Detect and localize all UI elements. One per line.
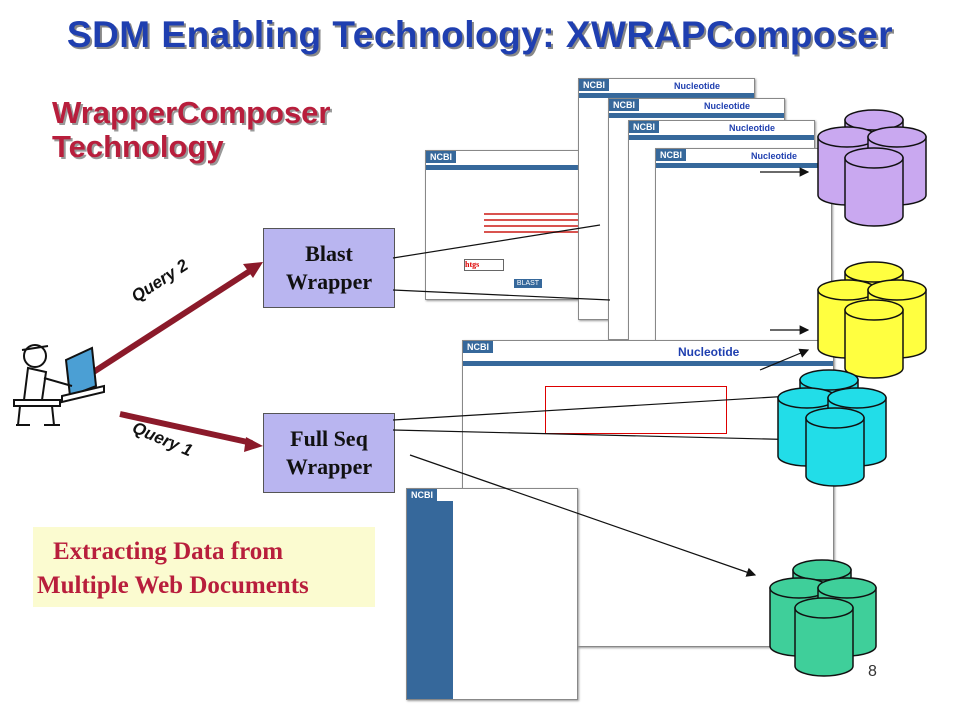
query-2-arrowhead [243,262,263,278]
nav-bar [463,361,833,366]
blast-wrapper-line1: Blast [305,241,353,266]
nucleotide-label: Nucleotide [678,345,740,359]
slide-title: SDM Enabling Technology: XWRAPComposer [66,14,894,55]
nucleotide-label: Nucleotide [751,151,798,161]
database-cylinder-icon [844,299,904,379]
nav-bar [656,163,831,168]
ncbi-logo: NCBI [579,79,609,91]
database-cylinder-icon [805,407,865,487]
blast-wrapper-line2: Wrapper [285,269,373,294]
nav-bar [609,113,784,118]
ncbi-logo: NCBI [407,489,437,501]
database-cylinder-icon [844,147,904,227]
nucleotide-label: Nucleotide [704,101,751,111]
nucleotide-label: Nucleotide [729,123,776,133]
caption-line-1: Extracting Data from [53,538,284,565]
nav-bar [629,135,814,140]
ncbi-logo: NCBI [609,99,639,111]
entrez-screenshot: NCBI [406,488,578,700]
subtitle-line-2: Technology [52,129,224,164]
blast-button[interactable]: BLAST [514,279,542,288]
nav-bar [579,93,754,98]
caption-line-2: Multiple Web Documents [37,572,309,599]
sidebar [407,501,453,699]
ncbi-logo: NCBI [656,149,686,161]
nucleotide-label: Nucleotide [674,81,721,91]
slide-subtitle: WrapperComposer Technology [52,96,331,164]
user-at-computer-icon [13,344,105,426]
ncbi-logo: NCBI [463,341,493,353]
fullseq-wrapper-line2: Wrapper [285,454,373,479]
ncbi-logo: NCBI [629,121,659,133]
query-1-arrowhead [244,437,263,452]
highlight-region [545,386,727,434]
fullseq-wrapper-line1: Full Seq [290,426,368,451]
fullseq-wrapper-box: Full Seq Wrapper [263,413,395,493]
subtitle-line-1: WrapperComposer [52,95,331,130]
database-cylinder-icon [794,597,854,677]
blast-wrapper-box: Blast Wrapper [263,228,395,308]
database-select[interactable]: htgs [464,259,504,271]
connector-arrow [392,390,810,421]
ncbi-logo: NCBI [426,151,456,163]
caption-box: Extracting Data from Multiple Web Docume… [33,527,375,607]
nav-bar [426,165,596,170]
page-number: 8 [868,663,877,680]
